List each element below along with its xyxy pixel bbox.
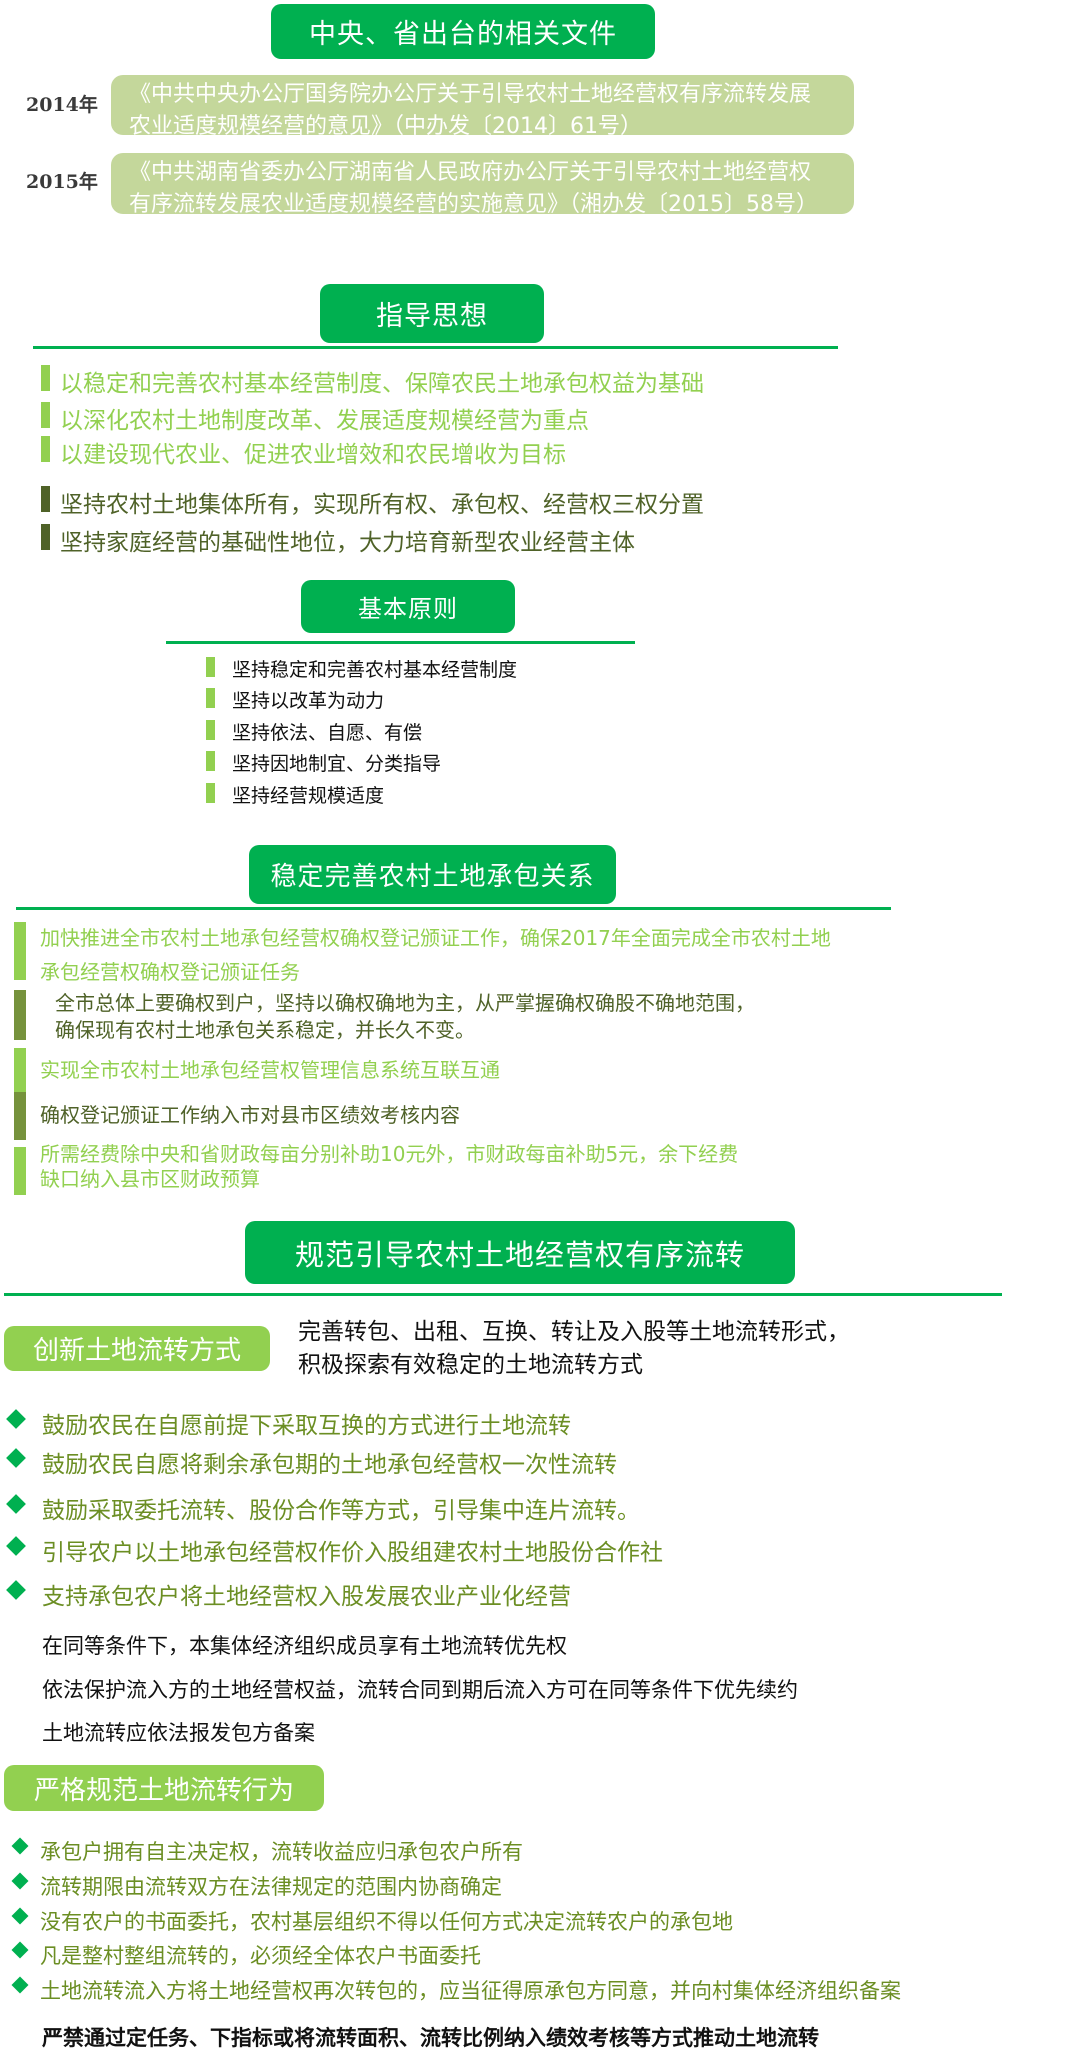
principles-title: 基本原则: [301, 580, 515, 633]
doc-year: 2014年: [26, 94, 98, 116]
bullet-bar: [206, 720, 215, 740]
diamond-bullet-icon: [6, 1409, 26, 1429]
bullet-bar: [41, 436, 50, 462]
regulate-item: 凡是整村整组流转的，必须经全体农户书面委托: [40, 1944, 481, 1968]
bullet-bar: [14, 922, 26, 980]
contract-item: 加快推进全市农村土地承包经营权确权登记颁证工作，确保2017年全面完成全市农村土…: [40, 921, 831, 989]
bullet-bar: [14, 1048, 26, 1098]
regulate-item: 承包户拥有自主决定权，流转收益应归承包农户所有: [40, 1840, 523, 1864]
bullet-bar: [14, 1147, 26, 1195]
note: 土地流转应依法报发包方备案: [42, 1721, 315, 1745]
contract-line: 所需经费除中央和省财政每亩分别补助10元外，市财政每亩补助5元，余下经费: [40, 1142, 739, 1166]
final-note: 严禁通过定任务、下指标或将流转面积、流转比例纳入绩效考核等方式推动土地流转: [42, 2026, 819, 2050]
regulate-item: 流转期限由流转双方在法律规定的范围内协商确定: [40, 1875, 502, 1899]
innovate-item: 鼓励农民在自愿前提下采取互换的方式进行土地流转: [42, 1413, 571, 1439]
bullet-bar: [41, 365, 50, 391]
bullet-bar: [206, 688, 215, 708]
principle-item: 坚持依法、自愿、有偿: [232, 722, 423, 744]
guiding-title: 指导思想: [320, 284, 544, 343]
principle-item: 坚持经营规模适度: [232, 785, 385, 807]
note: 在同等条件下，本集体经济组织成员享有土地流转优先权: [42, 1634, 567, 1658]
regulate-label: 严格规范土地流转行为: [4, 1765, 324, 1811]
guiding-item: 以建设现代农业、促进农业增效和农民增收为目标: [60, 442, 566, 468]
bullet-bar: [14, 990, 26, 1040]
principle-item: 坚持以改革为动力: [232, 690, 385, 712]
doc-line: 《中共湖南省委办公厅湖南省人民政府办公厅关于引导农村土地经营权: [129, 160, 812, 185]
doc-box: 《中共湖南省委办公厅湖南省人民政府办公厅关于引导农村土地经营权 有序流转发展农业…: [111, 153, 854, 217]
diamond-bullet-icon: [11, 1837, 29, 1855]
divider: [33, 346, 838, 349]
contract-item: 所需经费除中央和省财政每亩分别补助10元外，市财政每亩补助5元，余下经费 缺口纳…: [40, 1142, 738, 1192]
principle-item: 坚持稳定和完善农村基本经营制度: [232, 659, 518, 681]
contract-item: 实现全市农村土地承包经营权管理信息系统互联互通: [40, 1058, 500, 1082]
principle-item: 坚持因地制宜、分类指导: [232, 753, 442, 775]
bullet-bar: [206, 751, 215, 771]
contract-line: 加快推进全市农村土地承包经营权确权登记颁证工作，确保2017年全面完成全市农村土…: [40, 926, 831, 950]
contract-line: 承包经营权确权登记颁证任务: [40, 960, 300, 984]
innovate-desc-line: 完善转包、出租、互换、转让及入股等土地流转形式，: [298, 1319, 850, 1345]
divider: [4, 1293, 1002, 1296]
diamond-bullet-icon: [6, 1580, 26, 1600]
bullet-bar: [206, 657, 215, 677]
diamond-bullet-icon: [6, 1494, 26, 1514]
divider: [166, 641, 635, 644]
diamond-bullet-icon: [6, 1448, 26, 1468]
contract-line: 缺口纳入县市区财政预算: [40, 1167, 260, 1191]
regulate-item: 土地流转流入方将土地经营权再次转包的，应当征得原承包方同意，并向村集体经济组织备…: [40, 1979, 901, 2003]
divider: [16, 907, 891, 910]
innovate-desc: 完善转包、出租、互换、转让及入股等土地流转形式， 积极探索有效稳定的土地流转方式: [298, 1316, 850, 1382]
diamond-bullet-icon: [11, 1976, 29, 1994]
innovate-item: 鼓励农民自愿将剩余承包期的土地承包经营权一次性流转: [42, 1452, 617, 1478]
doc-line: 有序流转发展农业适度规模经营的实施意见》（湘办发〔2015〕58号）: [129, 192, 818, 217]
innovate-label: 创新土地流转方式: [4, 1326, 270, 1371]
contract-line: 确保现有农村土地承包关系稳定，并长久不变。: [55, 1018, 475, 1042]
guiding-item: 坚持家庭经营的基础性地位，大力培育新型农业经营主体: [60, 530, 635, 556]
innovate-item: 引导农户以土地承包经营权作价入股组建农村土地股份合作社: [42, 1540, 663, 1566]
diamond-bullet-icon: [11, 1941, 29, 1959]
doc-line: 《中共中央办公厅国务院办公厅关于引导农村土地经营权有序流转发展: [129, 82, 812, 107]
innovate-item: 鼓励采取委托流转、股份合作等方式，引导集中连片流转。: [42, 1498, 640, 1524]
bullet-bar: [14, 1092, 26, 1140]
diamond-bullet-icon: [11, 1872, 29, 1890]
diamond-bullet-icon: [6, 1536, 26, 1556]
doc-box: 《中共中央办公厅国务院办公厅关于引导农村土地经营权有序流转发展 农业适度规模经营…: [111, 75, 854, 139]
contract-item: 全市总体上要确权到户，坚持以确权确地为主，从严掌握确权确股不确地范围， 确保现有…: [55, 990, 755, 1044]
guiding-item: 以稳定和完善农村基本经营制度、保障农民土地承包权益为基础: [60, 371, 704, 397]
innovate-item: 支持承包农户将土地经营权入股发展农业产业化经营: [42, 1584, 571, 1610]
bullet-bar: [41, 402, 50, 428]
doc-line: 农业适度规模经营的意见》（中办发〔2014〕61号）: [129, 114, 642, 139]
bullet-bar: [206, 783, 215, 803]
bullet-bar: [41, 524, 50, 550]
contract-line: 全市总体上要确权到户，坚持以确权确地为主，从严掌握确权确股不确地范围，: [55, 991, 755, 1015]
note: 依法保护流入方的土地经营权益，流转合同到期后流入方可在同等条件下优先续约: [42, 1678, 798, 1702]
diamond-bullet-icon: [11, 1907, 29, 1925]
docs-section-title: 中央、省出台的相关文件: [271, 4, 655, 59]
regulate-item: 没有农户的书面委托，农村基层组织不得以任何方式决定流转农户的承包地: [40, 1910, 733, 1934]
contract-item: 确权登记颁证工作纳入市对县市区绩效考核内容: [40, 1103, 460, 1127]
guiding-item: 以深化农村土地制度改革、发展适度规模经营为重点: [60, 408, 589, 434]
doc-year: 2015年: [26, 171, 98, 193]
guiding-item: 坚持农村土地集体所有，实现所有权、承包权、经营权三权分置: [60, 492, 704, 518]
transfer-title: 规范引导农村土地经营权有序流转: [245, 1221, 795, 1284]
contract-title: 稳定完善农村土地承包关系: [249, 845, 616, 904]
innovate-desc-line: 积极探索有效稳定的土地流转方式: [298, 1352, 643, 1378]
bullet-bar: [41, 486, 50, 512]
